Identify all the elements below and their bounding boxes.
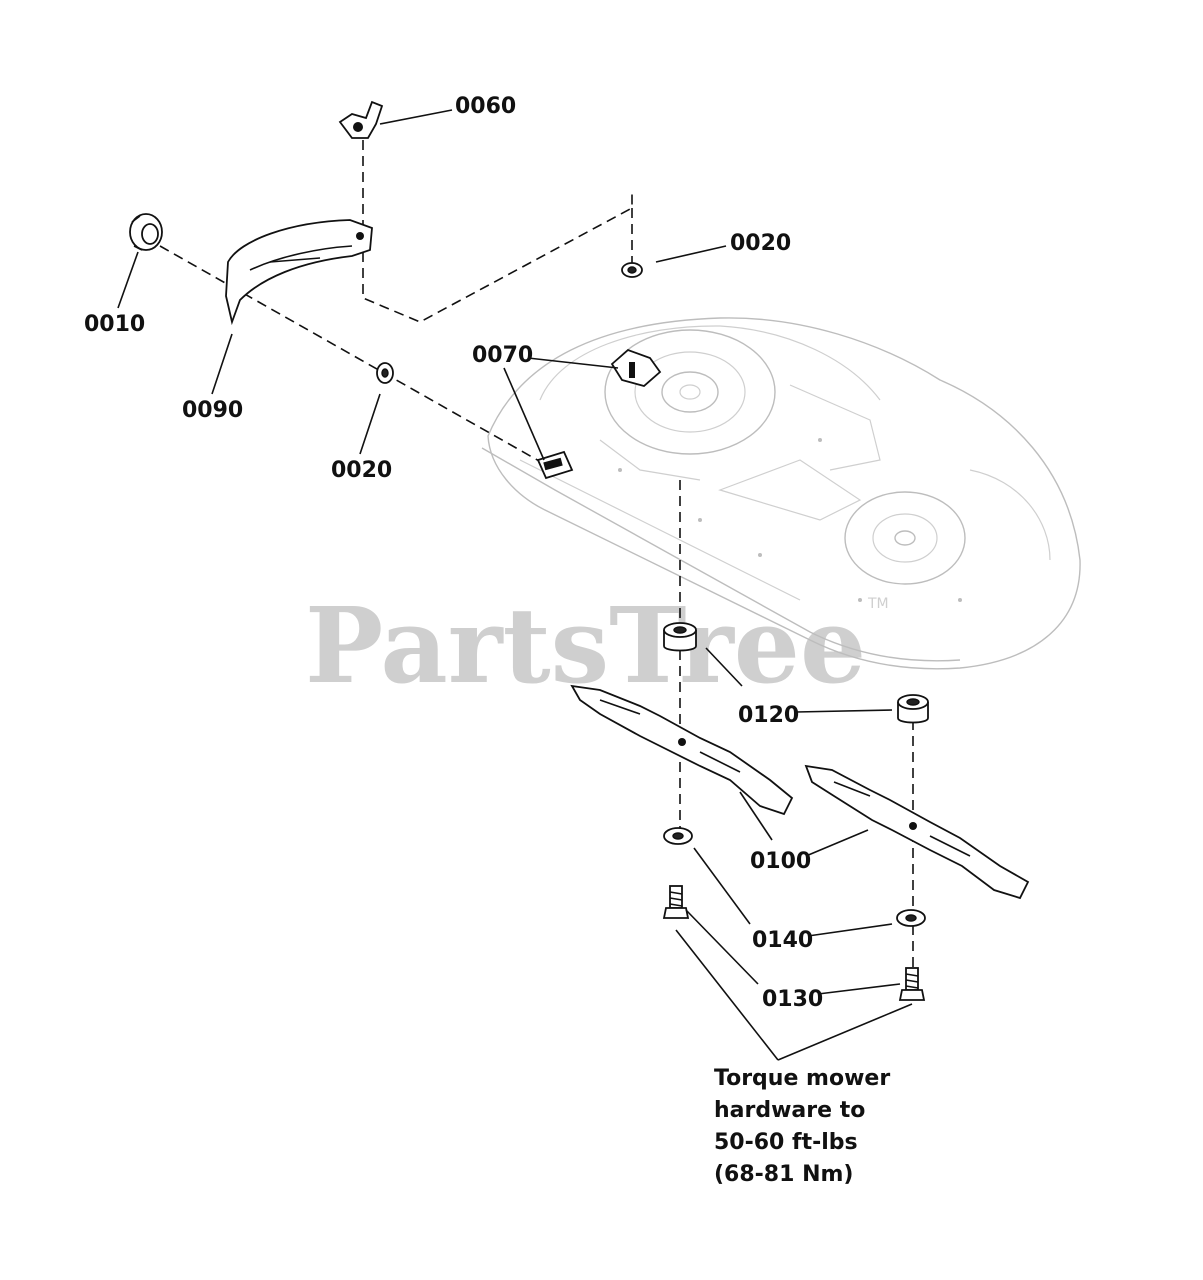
torque-note-line-3: 50-60 ft-lbs	[714, 1130, 858, 1155]
part-0020-lock-nut-top	[621, 262, 643, 278]
part-0140-washer-left	[663, 827, 693, 845]
part-0120-spacer-right	[897, 694, 929, 724]
callout-0090: 0090	[182, 398, 243, 423]
part-0070-bolt-top	[610, 348, 662, 387]
part-0140-washer-right	[896, 909, 926, 927]
part-0120-spacer-left	[663, 622, 697, 652]
watermark: PartsTree TM	[305, 584, 889, 707]
torque-note-line-2: hardware to	[714, 1098, 865, 1123]
callout-0140: 0140	[752, 928, 813, 953]
part-0010-knob	[129, 213, 163, 251]
part-0020-lock-nut-left	[376, 362, 394, 384]
callout-0100: 0100	[750, 849, 811, 874]
part-0100-blade-left	[570, 684, 794, 816]
watermark-tm: TM	[867, 596, 889, 612]
leader-lines	[117, 109, 913, 1061]
watermark-text: PartsTree	[305, 584, 866, 707]
callout-0070: 0070	[472, 343, 533, 368]
part-0130-bolt-right	[898, 967, 926, 1001]
callout-0020-left: 0020	[331, 458, 392, 483]
part-0090-deflector	[225, 219, 373, 326]
torque-note: Torque mower hardware to 50-60 ft-lbs (6…	[714, 1066, 890, 1187]
callout-0060: 0060	[455, 94, 516, 119]
torque-note-line-1: Torque mower	[714, 1066, 890, 1091]
callout-0120: 0120	[738, 703, 799, 728]
part-0060-wing-nut	[338, 100, 384, 139]
part-0070-bolt-side	[536, 450, 574, 480]
callout-0020-top: 0020	[730, 231, 791, 256]
callout-labels: 0060 0010 0090 0020 0020 0070 0120 0100 …	[84, 94, 823, 1012]
part-0130-bolt-left	[662, 885, 690, 919]
callout-0130: 0130	[762, 987, 823, 1012]
mower-deck	[481, 317, 1081, 670]
part-0100-blade-right	[804, 764, 1030, 900]
torque-note-line-4: (68-81 Nm)	[714, 1162, 853, 1187]
callout-0010: 0010	[84, 312, 145, 337]
